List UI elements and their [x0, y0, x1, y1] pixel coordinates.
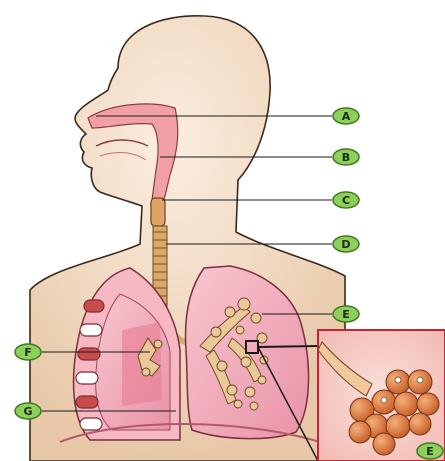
label-badge-a: A: [333, 108, 359, 124]
svg-text:E: E: [342, 308, 350, 321]
label-badge-c: C: [333, 192, 359, 208]
larynx-shape: [151, 198, 165, 226]
label-badge-d: D: [333, 236, 359, 252]
svg-text:D: D: [341, 238, 350, 251]
svg-text:E: E: [426, 445, 434, 458]
label-badge-e: E: [333, 306, 359, 322]
svg-text:B: B: [342, 151, 350, 164]
svg-text:F: F: [24, 346, 32, 359]
label-badge-e-inset: E: [417, 443, 443, 459]
label-badge-f: F: [15, 344, 41, 360]
svg-text:G: G: [23, 405, 32, 418]
svg-text:A: A: [342, 110, 351, 123]
svg-text:C: C: [342, 194, 350, 207]
label-badge-b: B: [333, 149, 359, 165]
label-badge-g: G: [15, 403, 41, 419]
